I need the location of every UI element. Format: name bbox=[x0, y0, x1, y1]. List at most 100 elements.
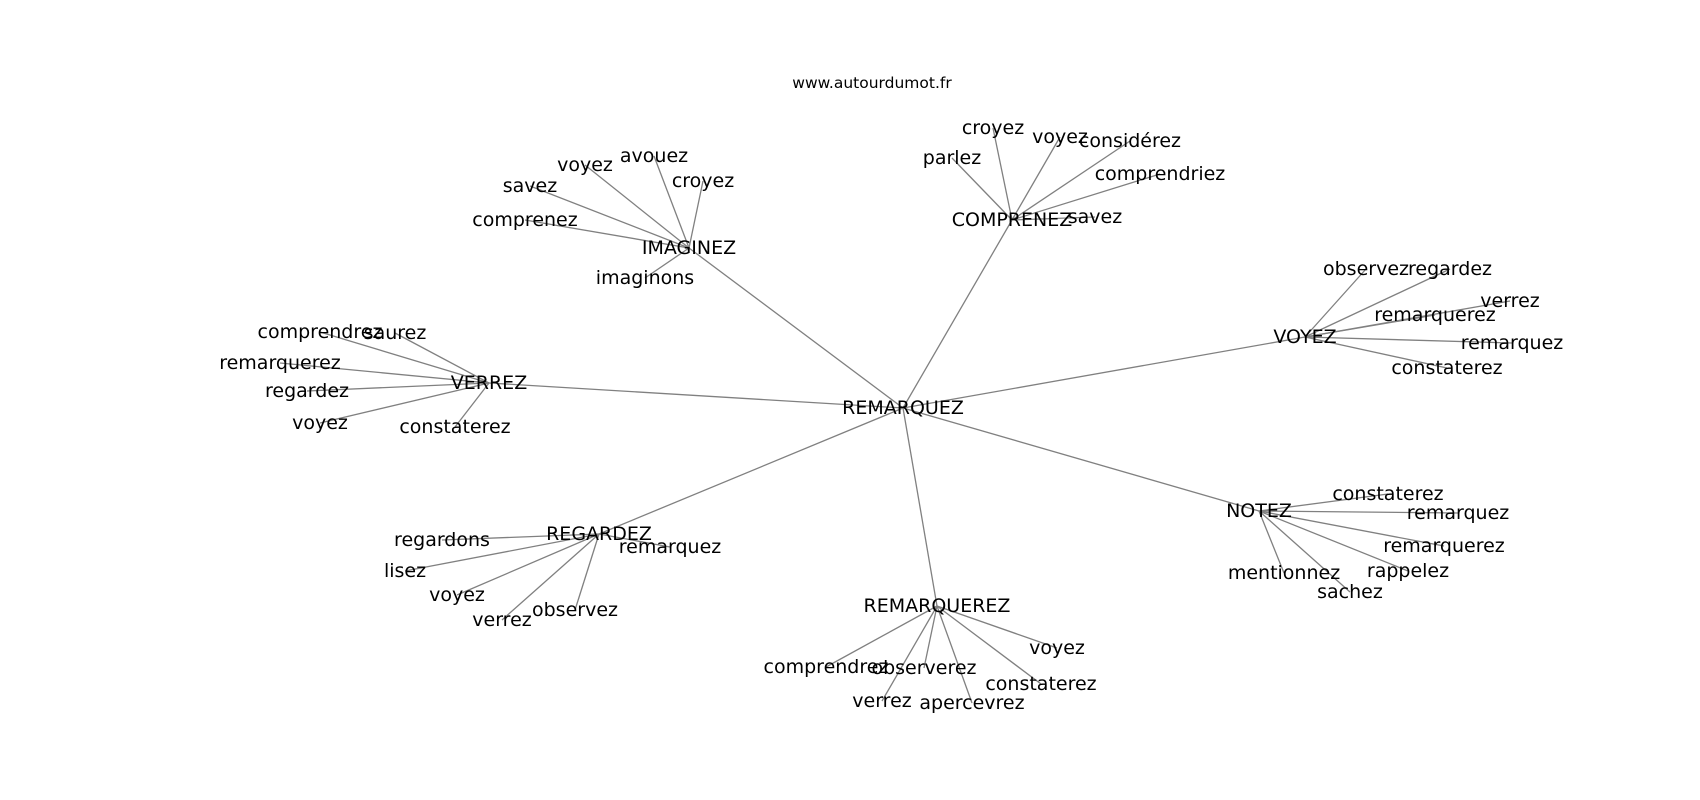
leaf-node-verrez-constaterez[interactable]: constaterez bbox=[399, 416, 510, 438]
watermark: www.autourdumot.fr bbox=[792, 74, 952, 92]
edge-imaginez-to-imaginons bbox=[644, 247, 690, 279]
hub-node-remarquerez[interactable]: REMARQUEREZ bbox=[864, 595, 1011, 617]
edge-notez-to-mentionnez bbox=[1258, 510, 1285, 574]
hub-node-voyez[interactable]: VOYEZ bbox=[1273, 326, 1336, 348]
graph-labels: REMARQUEZ IMAGINEZ voyez avouez croyez savez c… bbox=[219, 117, 1563, 714]
edge-voyez-to-remarquerez bbox=[1304, 314, 1436, 338]
leaf-node-voyez-constaterez[interactable]: constaterez bbox=[1391, 357, 1502, 379]
edge-remarquerez-to-apercevrez bbox=[936, 605, 973, 704]
edge-comprenez-to-savez bbox=[1011, 216, 1096, 221]
hub-node-notez[interactable]: NOTEZ bbox=[1226, 500, 1292, 522]
hub-node-imaginez[interactable]: IMAGINEZ bbox=[642, 237, 736, 259]
edge-notez-to-sachez bbox=[1258, 510, 1351, 593]
edge-regardez-to-voyez bbox=[456, 533, 600, 596]
edge-center-to-remarquerez bbox=[902, 407, 938, 607]
edge-comprenez-to-croyez bbox=[992, 127, 1013, 221]
edge-remarquerez-to-verrez bbox=[881, 605, 938, 702]
leaf-node-imaginez-savez[interactable]: savez bbox=[503, 175, 557, 197]
edge-imaginez-to-savez bbox=[529, 185, 690, 249]
hub-node-verrez[interactable]: VERREZ bbox=[451, 372, 527, 394]
edge-notez-to-remarquerez bbox=[1258, 510, 1445, 547]
edge-center-to-imaginez bbox=[688, 247, 904, 409]
edge-imaginez-to-comprenez bbox=[524, 219, 690, 249]
leaf-node-notez-sachez[interactable]: sachez bbox=[1317, 581, 1383, 603]
leaf-node-remarquerez-verrez[interactable]: verrez bbox=[852, 690, 911, 712]
leaf-node-regardez-observez[interactable]: observez bbox=[532, 599, 618, 621]
edge-center-to-regardez bbox=[598, 407, 904, 535]
leaf-node-imaginez-avouez[interactable]: avouez bbox=[620, 145, 688, 167]
leaf-node-voyez-remarquerez[interactable]: remarquerez bbox=[1374, 304, 1496, 326]
leaf-node-remarquerez-constaterez[interactable]: constaterez bbox=[985, 673, 1096, 695]
leaf-node-notez-constaterez[interactable]: constaterez bbox=[1332, 483, 1443, 505]
edge-center-to-verrez bbox=[488, 382, 904, 409]
edge-center-to-notez bbox=[902, 407, 1260, 512]
edge-verrez-to-comprendrez bbox=[319, 331, 490, 384]
edge-comprenez-to-comprendriez bbox=[1011, 173, 1161, 221]
edge-remarquerez-to-observerez bbox=[923, 605, 938, 669]
leaf-node-comprenez-considerez[interactable]: considérez bbox=[1079, 130, 1181, 152]
leaf-node-imaginez-comprenez[interactable]: comprenez bbox=[472, 209, 577, 231]
leaf-node-regardez-remarquez[interactable]: remarquez bbox=[619, 536, 722, 558]
edge-regardez-to-regardons bbox=[441, 533, 600, 541]
leaf-node-imaginez-imaginons[interactable]: imaginons bbox=[596, 267, 694, 289]
leaf-node-imaginez-voyez[interactable]: voyez bbox=[557, 154, 613, 176]
edge-comprenez-to-considerez bbox=[1011, 140, 1131, 221]
leaf-node-verrez-regardez[interactable]: regardez bbox=[265, 380, 349, 402]
leaf-node-voyez-verrez[interactable]: verrez bbox=[1480, 290, 1539, 312]
leaf-node-regardez-voyez[interactable]: voyez bbox=[429, 584, 485, 606]
edge-center-to-comprenez bbox=[902, 219, 1013, 409]
edge-verrez-to-saurez bbox=[394, 332, 490, 384]
leaf-node-notez-remarquez[interactable]: remarquez bbox=[1407, 502, 1510, 524]
edge-regardez-to-remarquez bbox=[598, 533, 671, 548]
leaf-node-voyez-observez[interactable]: observez bbox=[1323, 258, 1409, 280]
edge-remarquerez-to-voyez bbox=[936, 605, 1058, 649]
leaf-node-notez-rappelez[interactable]: rappelez bbox=[1367, 560, 1449, 582]
edge-voyez-to-observez bbox=[1304, 268, 1367, 338]
leaf-node-remarquerez-apercevrez[interactable]: apercevrez bbox=[919, 692, 1024, 714]
leaf-node-comprenez-savez[interactable]: savez bbox=[1068, 206, 1122, 228]
leaf-node-remarquerez-comprendrez[interactable]: comprendrez bbox=[764, 656, 889, 678]
edge-notez-to-rappelez bbox=[1258, 510, 1409, 572]
leaf-node-comprenez-comprendriez[interactable]: comprendriez bbox=[1095, 163, 1226, 185]
leaf-node-comprenez-croyez[interactable]: croyez bbox=[962, 117, 1024, 139]
graph-edges bbox=[279, 127, 1513, 704]
leaf-node-voyez-regardez[interactable]: regardez bbox=[1408, 258, 1492, 280]
hub-node-regardez[interactable]: REGARDEZ bbox=[546, 523, 652, 545]
leaf-node-remarquerez-voyez[interactable]: voyez bbox=[1029, 637, 1085, 659]
edge-verrez-to-constaterez bbox=[454, 382, 490, 428]
edge-verrez-to-remarquerez bbox=[279, 362, 490, 384]
hub-node-comprenez[interactable]: COMPRENEZ bbox=[952, 209, 1073, 231]
edge-voyez-to-regardez bbox=[1304, 268, 1451, 338]
edge-remarquerez-to-constaterez bbox=[936, 605, 1042, 685]
leaf-node-verrez-remarquerez[interactable]: remarquerez bbox=[219, 352, 341, 374]
edge-imaginez-to-voyez bbox=[584, 164, 690, 249]
leaf-node-remarquerez-observerez[interactable]: observerez bbox=[871, 657, 976, 679]
edge-center-to-voyez bbox=[902, 336, 1306, 409]
leaf-node-regardez-verrez[interactable]: verrez bbox=[472, 609, 531, 631]
leaf-node-verrez-voyez[interactable]: voyez bbox=[292, 412, 348, 434]
edge-verrez-to-regardez bbox=[306, 382, 490, 392]
edge-remarquerez-to-comprendrez bbox=[825, 605, 938, 668]
center-node-remarquez[interactable]: REMARQUEZ bbox=[842, 397, 964, 419]
leaf-node-regardez-lisez[interactable]: lisez bbox=[384, 560, 426, 582]
edge-regardez-to-lisez bbox=[404, 533, 600, 572]
edge-regardez-to-verrez bbox=[501, 533, 600, 621]
leaf-node-verrez-comprendrez[interactable]: comprendrez bbox=[258, 321, 383, 343]
leaf-node-voyez-remarquez[interactable]: remarquez bbox=[1461, 332, 1564, 354]
leaf-node-comprenez-parlez[interactable]: parlez bbox=[923, 147, 981, 169]
leaf-node-imaginez-croyez[interactable]: croyez bbox=[672, 170, 734, 192]
leaf-node-verrez-saurez[interactable]: saurez bbox=[364, 322, 427, 344]
edge-comprenez-to-parlez bbox=[951, 157, 1013, 221]
leaf-node-notez-mentionnez[interactable]: mentionnez bbox=[1228, 562, 1340, 584]
edge-voyez-to-remarquez bbox=[1304, 336, 1513, 344]
edge-imaginez-to-croyez bbox=[688, 180, 704, 249]
leaf-node-regardez-regardons[interactable]: regardons bbox=[394, 529, 490, 551]
edge-verrez-to-voyez bbox=[319, 382, 490, 424]
edge-notez-to-remarquez bbox=[1258, 510, 1459, 514]
leaf-node-notez-remarquerez[interactable]: remarquerez bbox=[1383, 535, 1505, 557]
leaf-node-comprenez-voyez[interactable]: voyez bbox=[1032, 126, 1088, 148]
edge-comprenez-to-voyez bbox=[1011, 136, 1061, 221]
edge-imaginez-to-avouez bbox=[653, 155, 690, 249]
